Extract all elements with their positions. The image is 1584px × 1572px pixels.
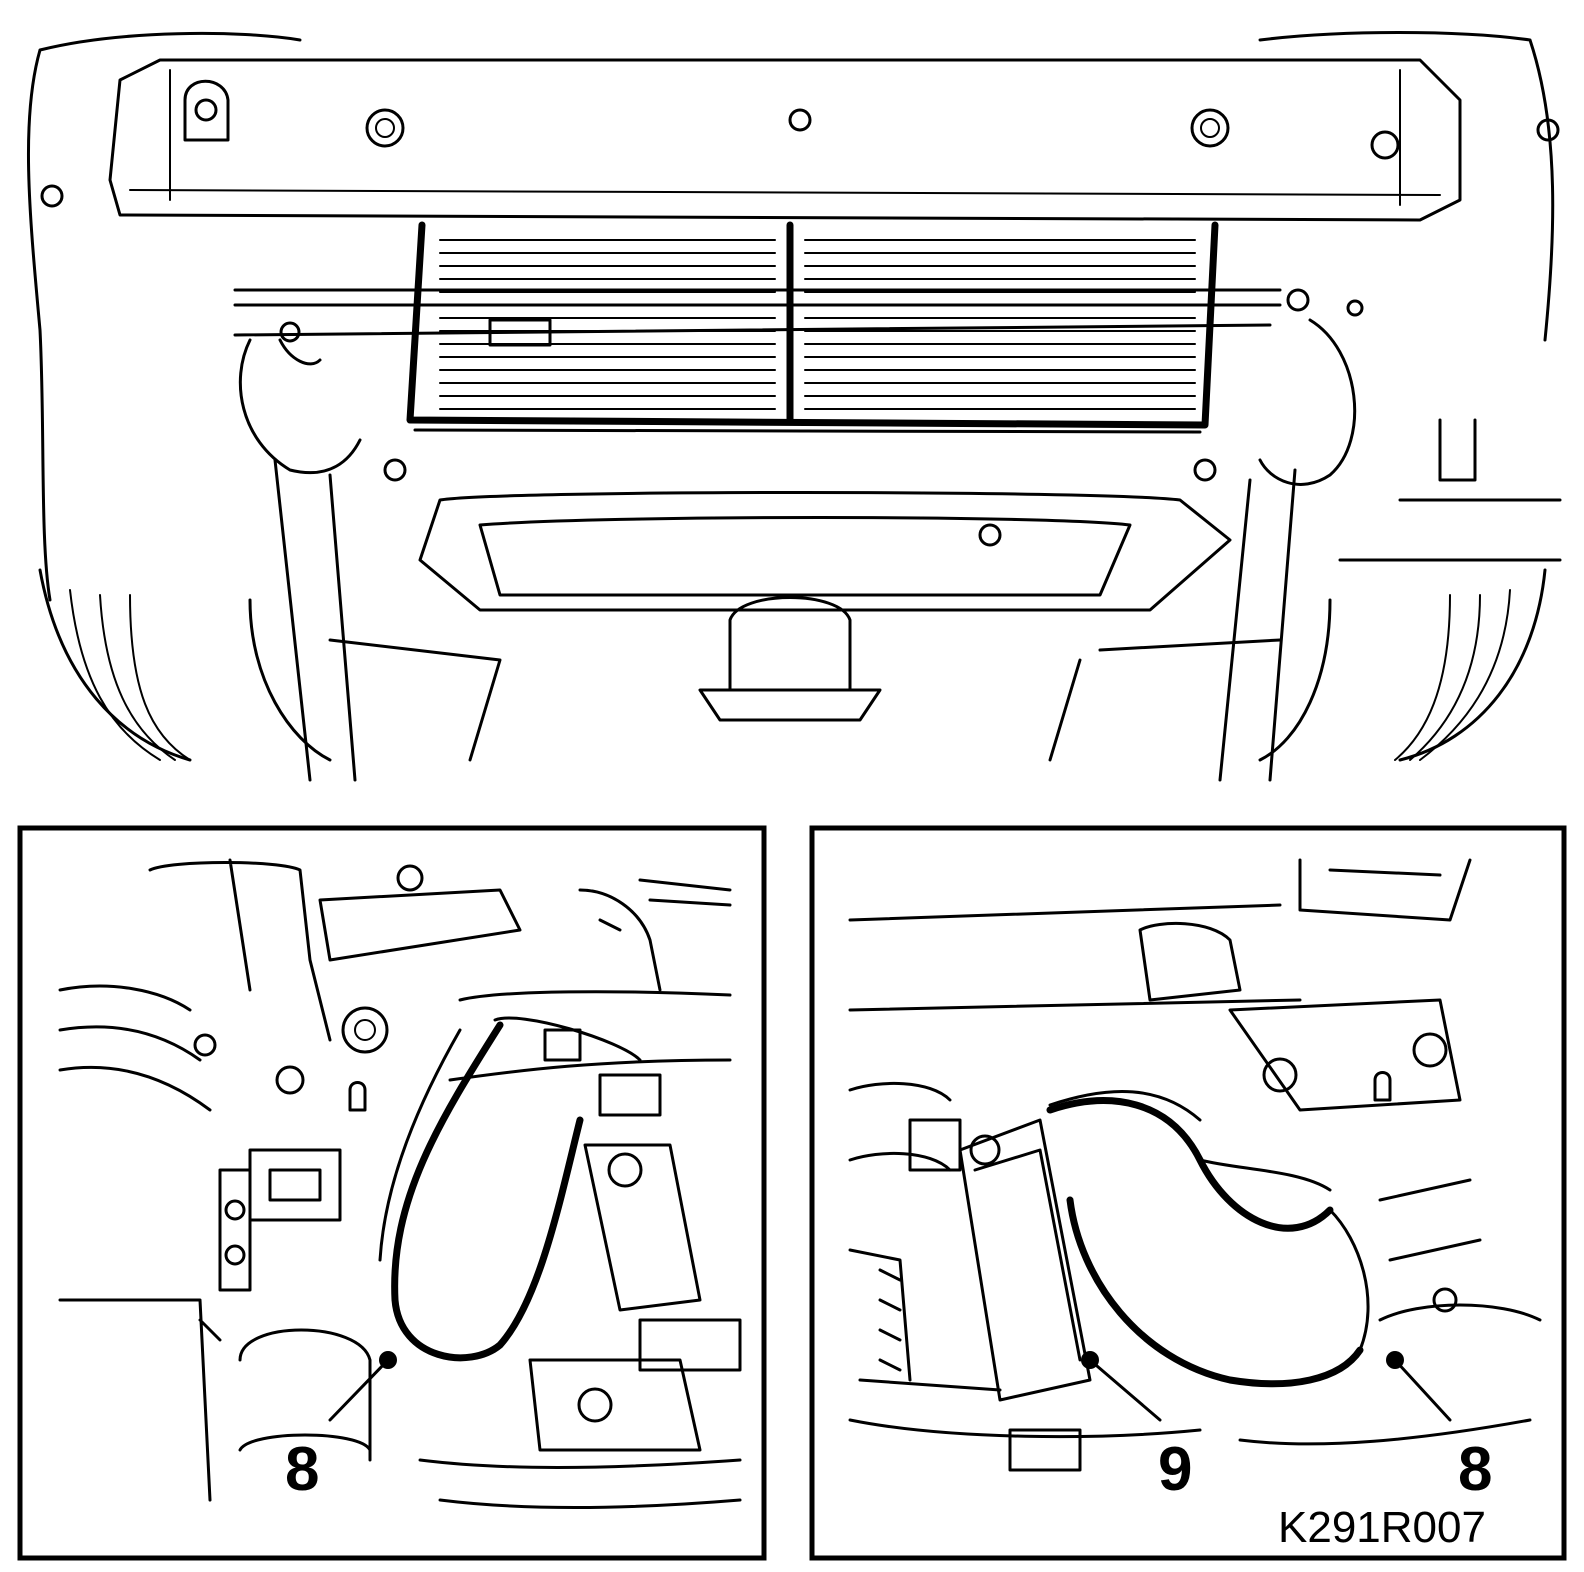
right-tyre xyxy=(1258,568,1547,762)
bracket xyxy=(1138,922,1242,1002)
outlet-pipe xyxy=(238,1328,372,1462)
charge-pipe xyxy=(848,1082,952,1172)
bolt xyxy=(275,1065,305,1095)
clamp-bracket xyxy=(583,1143,702,1312)
subframe xyxy=(418,491,1232,612)
right-inset: 9 8 xyxy=(809,825,1567,1561)
bolt xyxy=(1412,1032,1448,1068)
mount-hole xyxy=(341,1006,389,1054)
hose-8 xyxy=(1328,1208,1370,1352)
mount-hole xyxy=(1370,130,1400,160)
mount-hole xyxy=(1190,108,1230,148)
bolt xyxy=(1262,1057,1298,1093)
overview-view xyxy=(26,31,1562,782)
callout-9: 9 xyxy=(1158,1435,1192,1504)
left-inset: 8 xyxy=(17,825,767,1561)
mount-hole xyxy=(365,108,405,148)
callout-8-right: 8 xyxy=(1458,1435,1492,1504)
hose-8 xyxy=(391,1021,584,1362)
left-tyre xyxy=(38,568,332,762)
clamp-bracket xyxy=(958,1118,1092,1402)
bracket xyxy=(318,888,522,962)
left-hose xyxy=(238,338,362,475)
charge-pipe xyxy=(233,288,1282,307)
right-hose xyxy=(1258,318,1357,486)
bumper-beam xyxy=(108,58,1462,222)
bolt xyxy=(577,1387,613,1423)
leader-right xyxy=(1218,468,1297,782)
bolt xyxy=(607,1152,643,1188)
callout-8-left: 8 xyxy=(285,1435,319,1504)
charge-pipe xyxy=(448,990,732,1082)
reference-code: K291R007 xyxy=(1278,1503,1486,1552)
leader-left xyxy=(273,458,357,782)
mount-hole xyxy=(788,108,812,132)
bolt xyxy=(969,1134,1001,1166)
